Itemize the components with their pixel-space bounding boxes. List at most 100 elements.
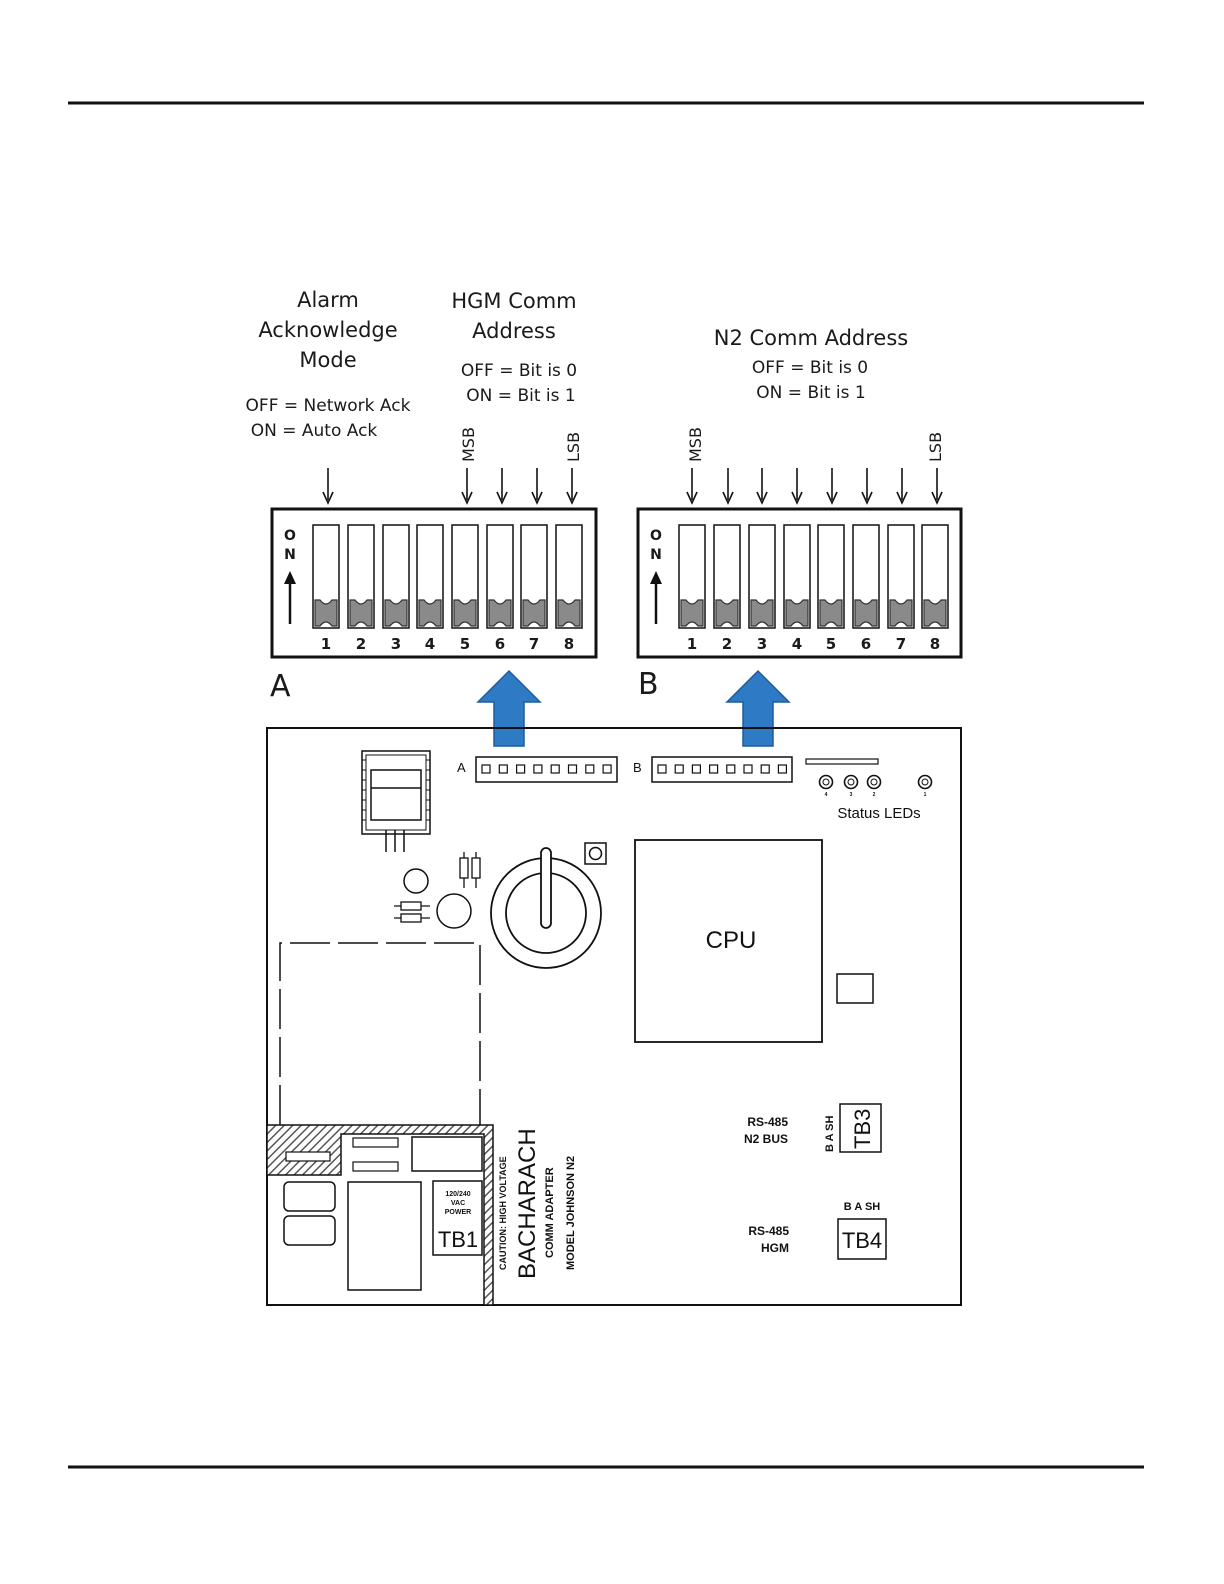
resistors-horizontal: [394, 901, 430, 923]
led-number: 3: [850, 792, 853, 798]
tb3-label: TB3: [850, 1109, 875, 1149]
alarm-ack-off-note: OFF = Network Ack: [246, 396, 411, 416]
hgm-off-note: OFF = Bit is 0: [461, 361, 577, 381]
led-bar: [805, 758, 879, 765]
dip-a-slider-1: [314, 599, 338, 627]
dip-b-switch-number: 6: [861, 635, 871, 653]
msb-label-a: MSB: [459, 427, 478, 462]
dip-a-switch-number: 3: [391, 635, 401, 653]
header-a: [475, 756, 618, 783]
dip-switch-b-id: B: [638, 667, 659, 702]
dip-b-switch-number: 1: [687, 635, 697, 653]
led-number: 1: [924, 792, 927, 798]
tb4-label: TB4: [842, 1228, 882, 1253]
dip-a-slider-8: [557, 599, 581, 627]
header-b-pin: [708, 764, 719, 774]
dip-b-switch-7[interactable]: [887, 524, 915, 629]
tb4-terminals: B A SH: [844, 1201, 881, 1213]
on-letter-o-b: O: [650, 528, 662, 544]
msb-label-b: MSB: [686, 427, 705, 462]
header-b-pin: [743, 764, 753, 774]
dip-b-slider-7: [889, 599, 913, 627]
status-leds-label: Status LEDs: [837, 805, 920, 822]
dip-a-switch-number: 5: [460, 635, 470, 653]
dip-b-switch-8[interactable]: [921, 524, 949, 629]
dip-a-slider-2: [349, 599, 373, 627]
dip-a-switch-5[interactable]: [451, 524, 479, 629]
header-b-pin: [726, 764, 736, 774]
header-b-pin: [760, 764, 770, 774]
n2-title: N2 Comm Address: [714, 326, 908, 350]
capacitor-small: [403, 868, 429, 894]
dip-switch-a-id: A: [270, 669, 291, 704]
hgm-title-1: HGM Comm: [451, 289, 576, 313]
model-text: MODEL JOHNSON N2: [565, 1156, 577, 1270]
hgm-on-note: ON = Bit is 1: [466, 386, 575, 406]
header-b-pin: [691, 764, 702, 774]
dip-a-switch-2[interactable]: [347, 524, 375, 629]
dip-b-switch-4[interactable]: [783, 524, 811, 629]
dip-b-slider-3: [750, 599, 774, 627]
dip-b-switch-3[interactable]: [748, 524, 776, 629]
alarm-ack-on-note: ON = Auto Ack: [251, 421, 378, 441]
dip-a-switch-number: 6: [495, 635, 505, 653]
header-a-pin: [585, 764, 595, 774]
on-letter-n-a: N: [284, 547, 296, 563]
dip-a-switch-1[interactable]: [312, 524, 340, 629]
dip-a-slider-7: [522, 599, 546, 627]
n2-off-note: OFF = Bit is 0: [752, 358, 868, 378]
dip-a-switch-8[interactable]: [555, 524, 583, 629]
dip-a-switch-4[interactable]: [416, 524, 444, 629]
cpu-chip: [634, 839, 823, 1043]
blue-arrow-b: [725, 669, 791, 747]
dip-b-switch-number: 7: [896, 635, 906, 653]
dip-a-slider-4: [418, 599, 442, 627]
dip-a-switch-6[interactable]: [486, 524, 514, 629]
blue-arrow-a: [476, 669, 542, 747]
dip-b-switch-1[interactable]: [678, 524, 706, 629]
dip-a-slider-3: [384, 599, 408, 627]
dip-a-switch-3[interactable]: [382, 524, 410, 629]
tb3-desc-1: RS-485: [747, 1115, 788, 1129]
transformer-outline: [279, 942, 481, 1125]
dip-b-slider-1: [680, 599, 704, 627]
dip-b-switch-number: 2: [722, 635, 732, 653]
alarm-ack-title-2: Acknowledge: [258, 318, 397, 342]
dip-b-switch-2[interactable]: [713, 524, 741, 629]
dip-b-slider-6: [854, 599, 878, 627]
tb4-block: [837, 1218, 887, 1260]
voltage-regulator: [361, 750, 431, 852]
header-b-pin: [657, 764, 667, 774]
header-a-pin: [533, 764, 543, 774]
comm-adapter-text: COMM ADAPTER: [544, 1167, 556, 1258]
header-a-pin: [498, 764, 508, 774]
dip-a-switch-7[interactable]: [520, 524, 548, 629]
dip-b-switch-number: 8: [930, 635, 940, 653]
on-letter-n-b: N: [650, 547, 662, 563]
header-a-label: A: [457, 760, 466, 775]
dip-a-switch-number: 4: [425, 635, 435, 653]
pointer-arrows: [322, 468, 943, 505]
dip-a-slider-6: [488, 599, 512, 627]
alarm-ack-title-1: Alarm: [297, 288, 359, 312]
n2-on-note: ON = Bit is 1: [756, 383, 865, 403]
tb1-label: TB1: [438, 1227, 478, 1252]
header-a-pin: [481, 764, 491, 774]
dip-b-switch-number: 5: [826, 635, 836, 653]
dip-b-switch-6[interactable]: [852, 524, 880, 629]
header-a-pin: [602, 764, 612, 774]
dip-b-slider-8: [923, 599, 947, 627]
led-number: 4: [825, 792, 828, 798]
dip-b-switch-5[interactable]: [817, 524, 845, 629]
dip-b-slider-4: [785, 599, 809, 627]
tb3-block: [839, 1103, 882, 1153]
cpu-label: CPU: [706, 927, 757, 954]
header-a-pin: [515, 764, 526, 774]
header-pins: [481, 764, 788, 774]
tb4-desc-1: RS-485: [748, 1224, 789, 1238]
resistors-vertical: [459, 852, 481, 888]
